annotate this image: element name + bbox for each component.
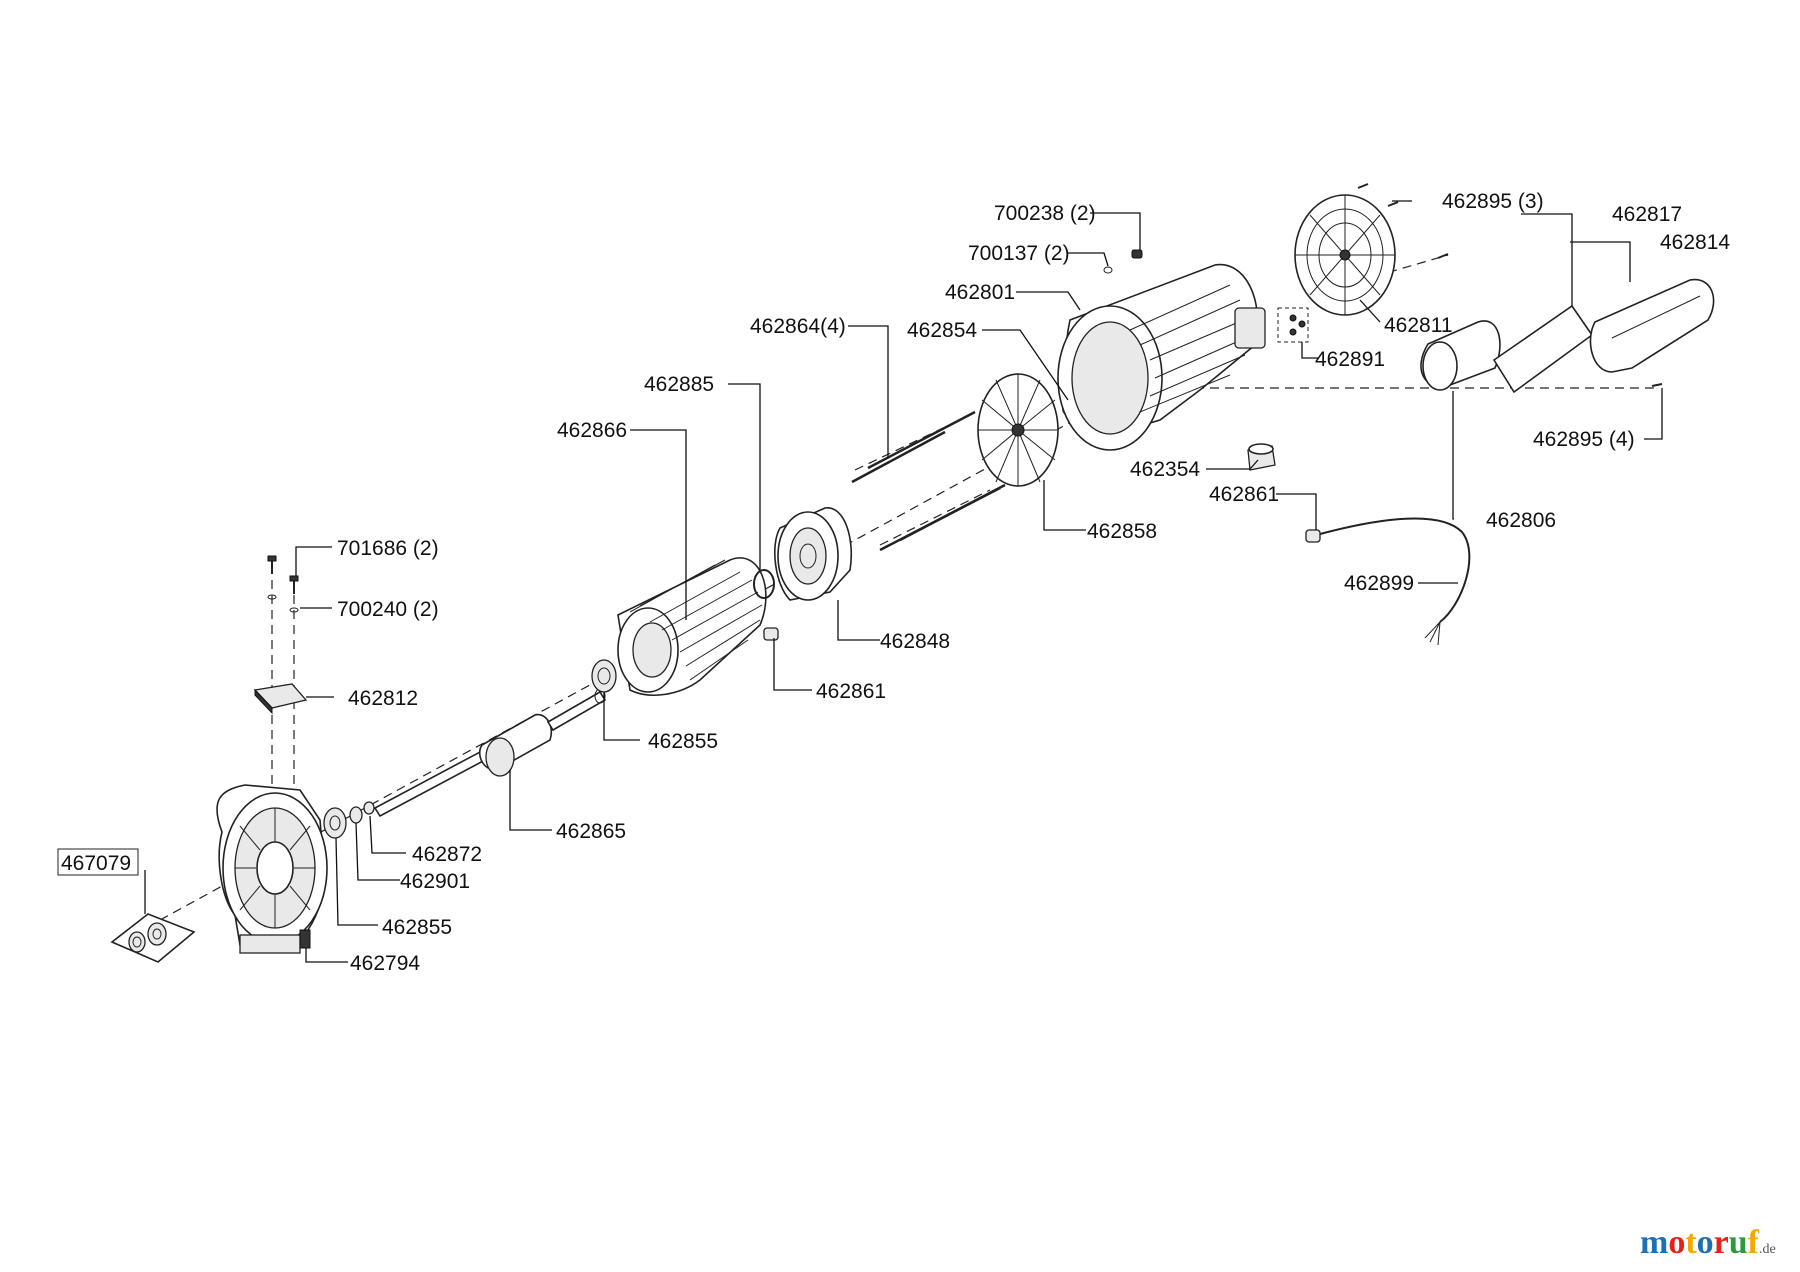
callout-462855-left: 462855 bbox=[382, 916, 452, 939]
callout-701686: 701686 (2) bbox=[337, 537, 439, 560]
watermark-letter: r bbox=[1713, 1224, 1729, 1261]
watermark-letter: o bbox=[1668, 1224, 1686, 1261]
screw-701686-part bbox=[267, 555, 299, 594]
fan-impeller-part bbox=[977, 373, 1059, 487]
screw-set-462891-part bbox=[1277, 307, 1309, 343]
power-cable-part bbox=[1319, 517, 1471, 646]
callout-462354: 462354 bbox=[1130, 458, 1200, 481]
watermark-letter: f bbox=[1747, 1224, 1759, 1261]
leader-lines bbox=[144, 200, 1663, 963]
washer-700240-part bbox=[267, 594, 299, 613]
bracket-part bbox=[253, 683, 308, 715]
fan-grille-part bbox=[1294, 194, 1396, 316]
callout-box-467079 bbox=[57, 848, 139, 876]
callout-462901: 462901 bbox=[400, 870, 470, 893]
capacitor-part bbox=[1420, 320, 1501, 391]
tie-rods-part bbox=[851, 410, 1006, 552]
callout-462885: 462885 bbox=[644, 373, 714, 396]
callout-462895-4: 462895 (4) bbox=[1533, 428, 1635, 451]
watermark-letter: t bbox=[1685, 1224, 1697, 1261]
callout-462858: 462858 bbox=[1087, 520, 1157, 543]
plug-left-part bbox=[763, 627, 779, 641]
washer-700137-part bbox=[1103, 266, 1113, 274]
callout-467079: 467079 bbox=[61, 852, 131, 875]
callout-462864: 462864(4) bbox=[750, 315, 846, 338]
callout-462801: 462801 bbox=[945, 281, 1015, 304]
rotor-shaft-part bbox=[373, 688, 607, 818]
callout-462794: 462794 bbox=[350, 952, 420, 975]
callout-462848: 462848 bbox=[880, 630, 950, 653]
screw-700238-part bbox=[1131, 249, 1143, 259]
capacitor-plate-part bbox=[1492, 304, 1594, 394]
tie-rod-axis-2 bbox=[879, 489, 991, 546]
watermark-suffix: .de bbox=[1759, 1242, 1776, 1257]
callout-462861-left: 462861 bbox=[816, 680, 886, 703]
stator-part bbox=[617, 557, 767, 696]
callout-462814: 462814 bbox=[1660, 231, 1730, 254]
callout-700238: 700238 (2) bbox=[994, 202, 1096, 225]
callout-462866: 462866 bbox=[557, 419, 627, 442]
callout-462812: 462812 bbox=[348, 687, 418, 710]
callout-700240: 700240 (2) bbox=[337, 598, 439, 621]
callout-462855-right: 462855 bbox=[648, 730, 718, 753]
callout-462865: 462865 bbox=[556, 820, 626, 843]
watermark-letter: m bbox=[1640, 1224, 1669, 1261]
watermark-text: motoruf bbox=[1640, 1224, 1759, 1261]
callout-462811: 462811 bbox=[1384, 314, 1453, 337]
screw-462895-right-part bbox=[1651, 383, 1663, 387]
callout-462854: 462854 bbox=[907, 319, 977, 342]
bearing-left-part bbox=[323, 807, 347, 839]
plug-right-part bbox=[1305, 529, 1321, 543]
washer-part bbox=[349, 806, 363, 824]
seal-kit-part bbox=[110, 913, 196, 963]
screws-462895-top-part bbox=[1357, 183, 1449, 259]
terminal-cover-part bbox=[1589, 278, 1715, 373]
callout-462899: 462899 bbox=[1344, 572, 1414, 595]
callout-462895-3: 462895 (3) bbox=[1442, 190, 1544, 213]
fan-housing-part bbox=[1057, 263, 1266, 451]
watermark-letter: o bbox=[1696, 1224, 1714, 1261]
watermark-letter: u bbox=[1728, 1224, 1748, 1261]
watermark-logo: motoruf.de bbox=[1640, 1224, 1776, 1262]
callout-462891: 462891 bbox=[1315, 348, 1385, 371]
callout-462861-right: 462861 bbox=[1209, 483, 1279, 506]
pump-housing-part bbox=[216, 784, 328, 954]
end-shield-part bbox=[774, 507, 853, 601]
key-part bbox=[363, 801, 375, 815]
o-ring-part bbox=[753, 569, 775, 599]
callout-462806: 462806 bbox=[1486, 509, 1556, 532]
callout-700137: 700137 (2) bbox=[968, 242, 1070, 265]
callout-462872: 462872 bbox=[412, 843, 482, 866]
bearing-right-part bbox=[591, 659, 617, 693]
callout-462817: 462817 bbox=[1612, 203, 1682, 226]
